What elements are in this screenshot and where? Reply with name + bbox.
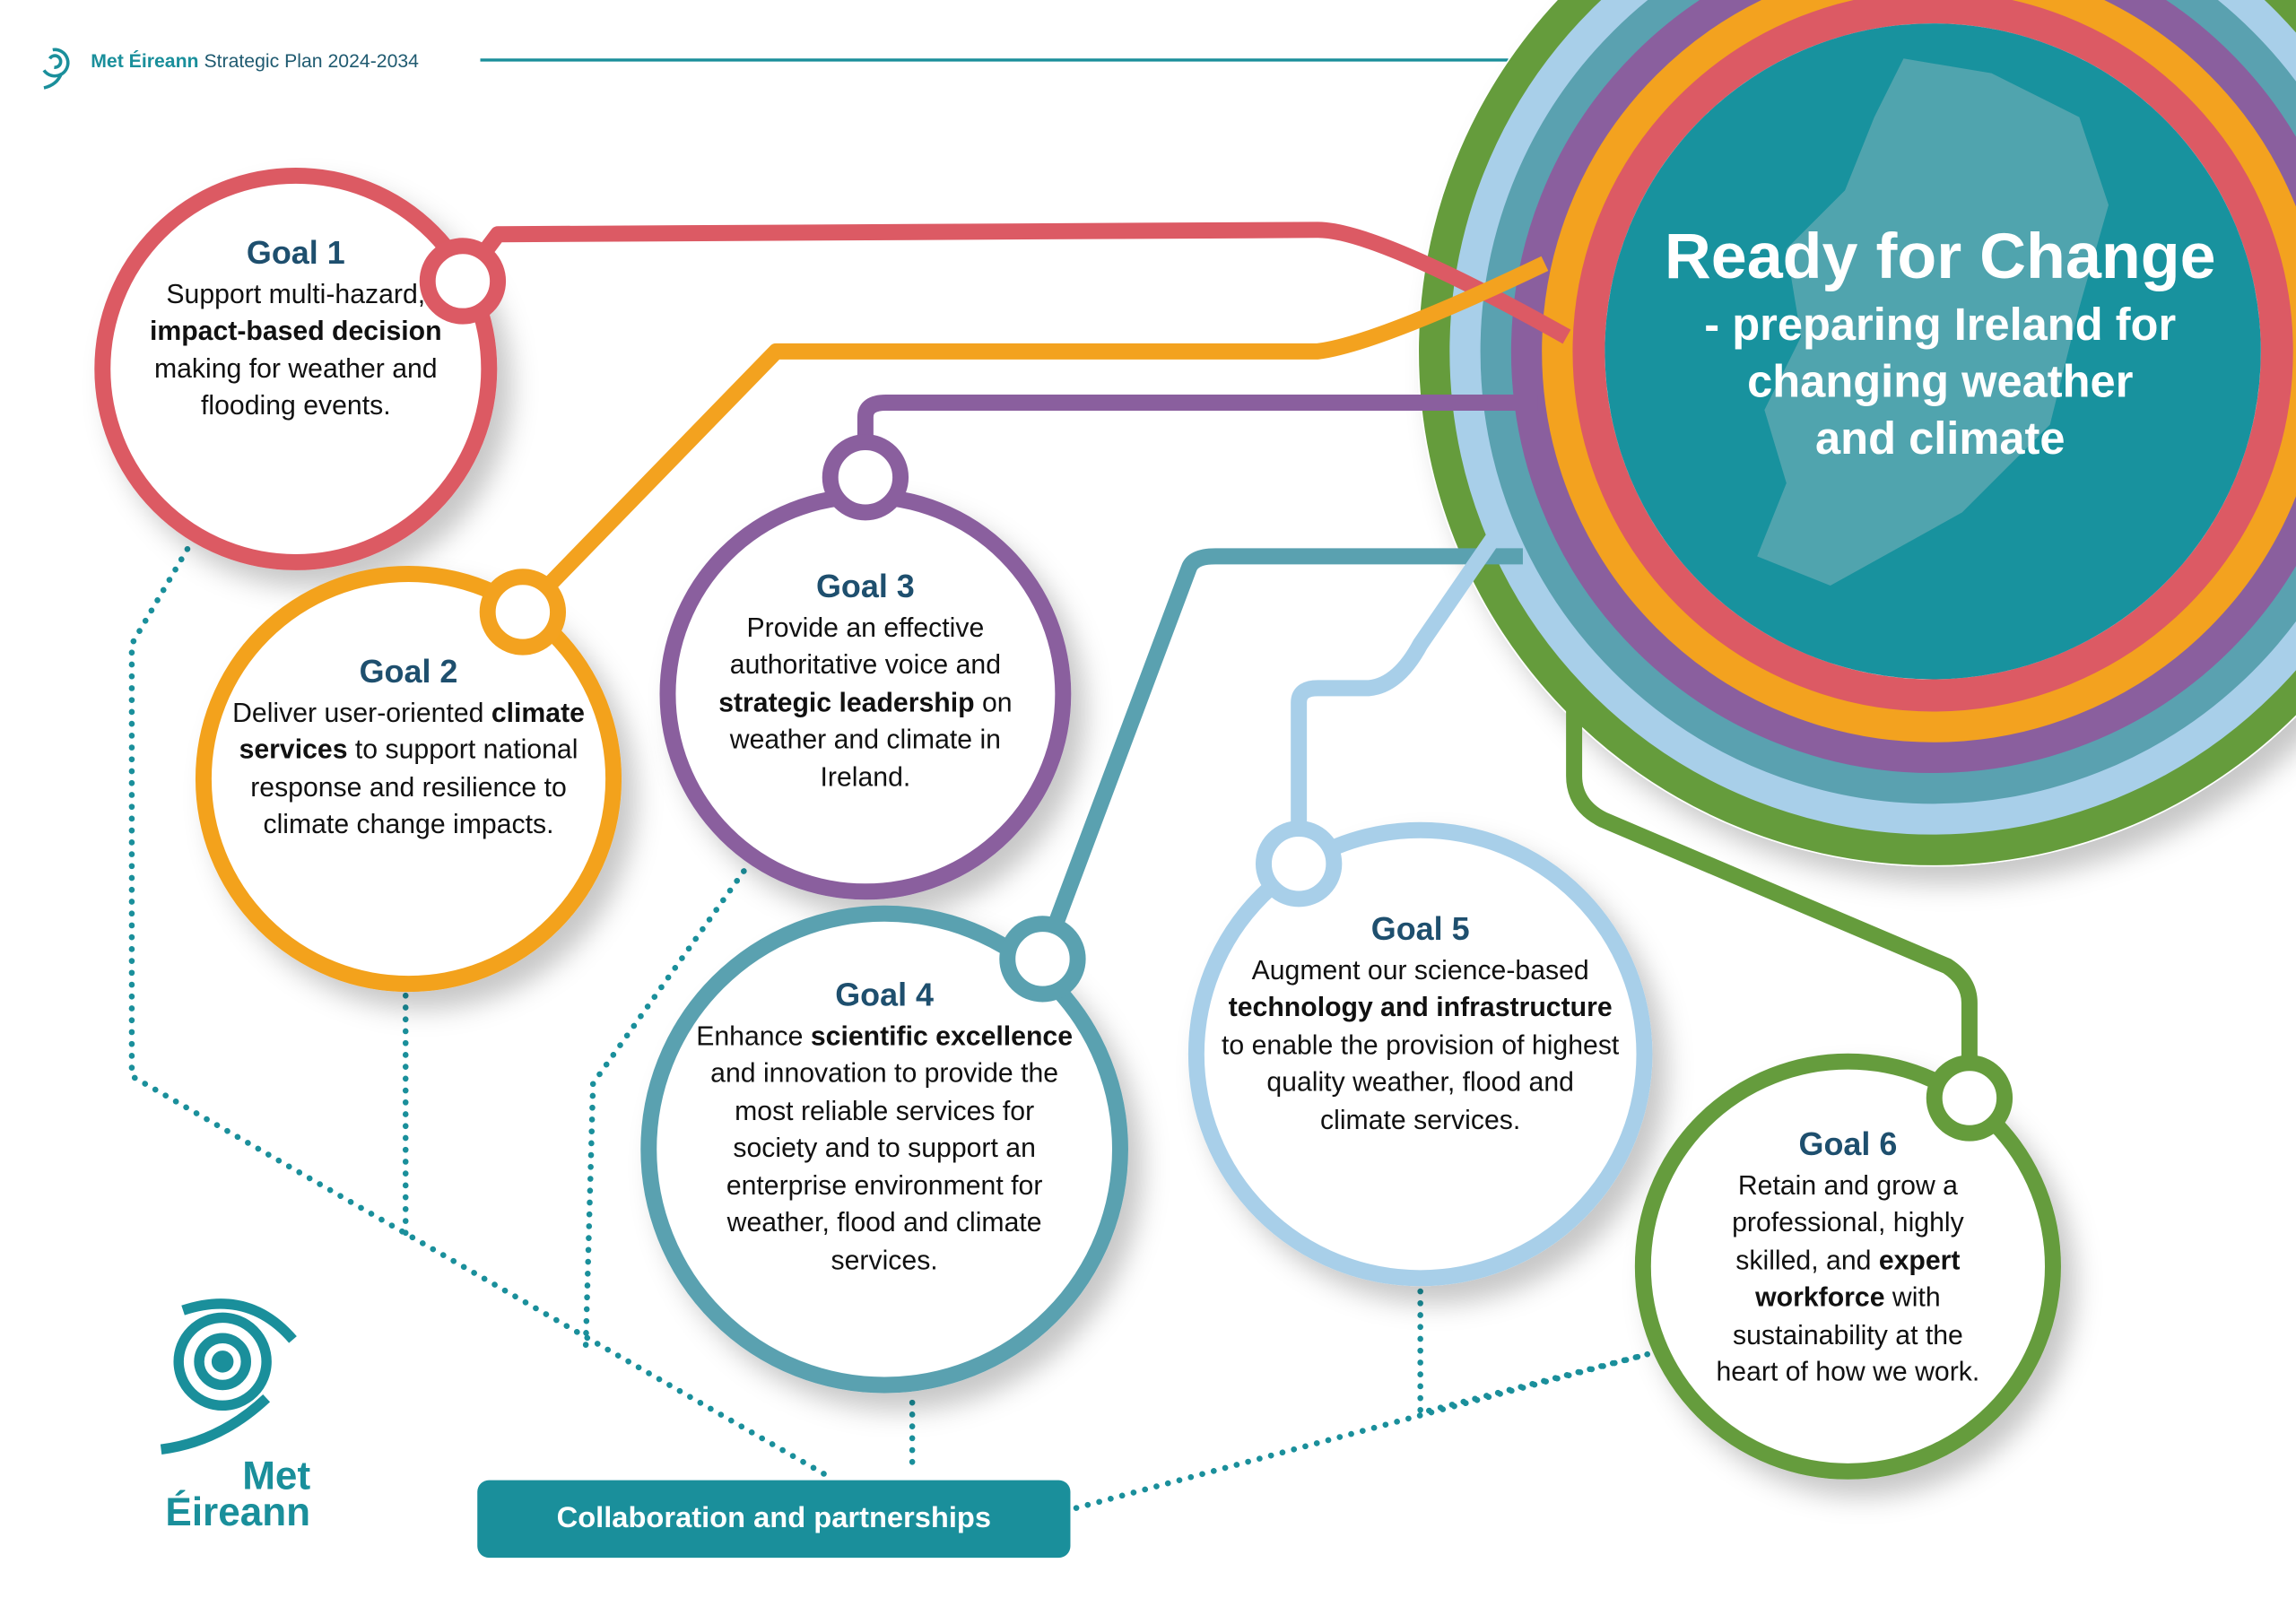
goal-2: Goal 2 Deliver user-oriented climate ser…: [222, 653, 595, 842]
dotted-connectors: [128, 545, 1650, 1511]
goal-text-bold: strategic leadership: [718, 685, 975, 717]
goal-text: and innovation to provide the most relia…: [710, 1056, 1059, 1275]
logo-line: Met: [242, 1454, 311, 1498]
goal-text: Enhance: [696, 1020, 811, 1051]
goal-5: Goal 5 Augment our science-based technol…: [1222, 911, 1620, 1138]
goal-text: Support multi-hazard,: [166, 277, 426, 308]
hero-subtitle-line: changing weather: [1747, 355, 2134, 407]
goal-text-bold: impact-based decision: [149, 315, 442, 346]
header-title: Met Éireann Strategic Plan 2024-2034: [91, 50, 419, 72]
goal-text: to support national response and resilie…: [250, 733, 578, 839]
goal-text: making for weather and flooding events.: [153, 352, 438, 421]
goal-text: on weather and climate in Ireland.: [729, 685, 1013, 792]
collaboration-partnerships-box: Collaboration and partnerships: [477, 1480, 1071, 1559]
goal-text: Deliver user-oriented: [232, 696, 491, 727]
brand-name: Met Éireann: [91, 49, 199, 72]
header-logo-icon: [42, 48, 70, 90]
goal-text: with sustainability at the heart of how …: [1716, 1281, 1980, 1387]
goal-text-bold: scientific excellence: [810, 1020, 1074, 1051]
goal-3: Goal 3 Provide an effective authoritativ…: [694, 568, 1037, 795]
goal-1: Goal 1 Support multi-hazard, impact-base…: [129, 234, 463, 423]
goal-4: Goal 4 Enhance scientific excellence and…: [691, 977, 1078, 1278]
collaboration-label: Collaboration and partnerships: [556, 1502, 992, 1535]
goal-heading: Goal 6: [1798, 1125, 1898, 1163]
goal-heading: Goal 2: [359, 653, 458, 690]
goal-text-bold: technology and infrastructure: [1228, 991, 1613, 1022]
logo-wordmark: Met Éireann: [152, 1454, 311, 1535]
goal-heading: Goal 4: [835, 976, 935, 1013]
hero-heading: Ready for Change: [1664, 221, 2216, 293]
plan-title: Strategic Plan 2024-2034: [204, 49, 419, 72]
goal-text-bold: climate services: [239, 696, 585, 765]
hub-circle: [1417, 0, 2296, 867]
goal-circles: [94, 167, 2061, 1480]
logo-line: Éireann: [165, 1490, 311, 1535]
goal-text: Augment our science-based: [1251, 953, 1589, 985]
goal-6: Goal 6 Retain and grow a professional, h…: [1699, 1126, 1997, 1391]
hero-subtitle-line: and climate: [1815, 413, 2066, 465]
goal-heading: Goal 1: [246, 234, 345, 272]
goal-text: Retain and grow a professional, highly s…: [1732, 1168, 1964, 1275]
goal-heading: Goal 3: [815, 568, 915, 605]
goal-heading: Goal 5: [1370, 910, 1470, 948]
goal-connectors: [456, 221, 1978, 1099]
goal-text: Provide an effective authoritative voice…: [729, 611, 1002, 680]
met-eireann-logo-icon: [160, 1298, 297, 1455]
goal-text-bold: expert workforce: [1755, 1243, 1961, 1312]
hero-subtitle-line: - preparing Ireland for: [1704, 299, 2177, 351]
goal-text: to enable the provision of highest quali…: [1222, 1028, 1620, 1134]
hero-title: Ready for Change - preparing Ireland for…: [1625, 220, 2255, 467]
